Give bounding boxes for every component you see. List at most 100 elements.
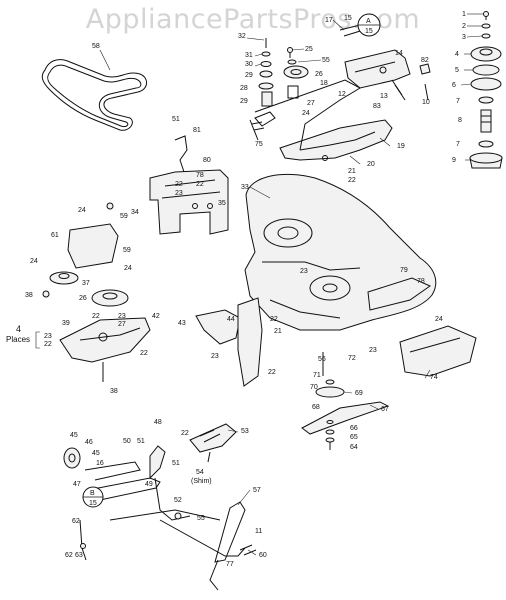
- part-label-26: 26: [315, 71, 323, 78]
- part-label-43: 43: [178, 320, 186, 327]
- part-label-34: 34: [131, 209, 139, 216]
- discharge-chute: [399, 325, 477, 377]
- part-label-23: 23: [118, 313, 126, 320]
- part-label-70: 70: [310, 384, 318, 391]
- part-number-labels: 58 32 31 30 29 28 29 25 55 26 27 24 75 1…: [25, 11, 466, 568]
- part-label-24: 24: [78, 207, 86, 214]
- part-label-32: 32: [238, 33, 246, 40]
- part-label-8: 8: [458, 117, 462, 124]
- part-label-81: 81: [193, 127, 201, 134]
- part-label-38: 38: [25, 292, 33, 299]
- left-pulley-assembly: [42, 202, 151, 382]
- part-label-20: 20: [367, 161, 375, 168]
- lift-linkage-assembly: [63, 423, 257, 591]
- part-label-46: 46: [85, 439, 93, 446]
- part-label-23: 23: [369, 347, 377, 354]
- part-label-38: 38: [110, 388, 118, 395]
- part-label-78: 78: [417, 278, 425, 285]
- part-label-4: 4: [455, 51, 459, 58]
- part-label-2: 2: [462, 23, 466, 30]
- part-label-23: 23: [44, 333, 52, 340]
- part-label-24: 24: [124, 265, 132, 272]
- part-label-22: 22: [196, 181, 204, 188]
- part-label-44: 44: [227, 316, 235, 323]
- part-label-14: 14: [395, 50, 403, 57]
- part-label-82: 82: [421, 57, 429, 64]
- part-label-59: 59: [123, 247, 131, 254]
- right-spindle-stack: [469, 11, 503, 169]
- idler-bracket-assembly: [254, 21, 431, 161]
- blade-assembly: [301, 352, 390, 450]
- part-label-10: 10: [422, 99, 430, 106]
- part-label-69: 69: [355, 390, 363, 397]
- part-label-72: 72: [348, 355, 356, 362]
- leader-lines: [99, 13, 483, 556]
- part-label-22: 22: [181, 430, 189, 437]
- part-label-21: 21: [274, 328, 282, 335]
- part-label-21: 21: [348, 168, 356, 175]
- part-label-33: 33: [241, 184, 249, 191]
- part-label-75: 75: [255, 141, 263, 148]
- part-label-56: 56: [318, 356, 326, 363]
- part-label-55: 55: [197, 515, 205, 522]
- part-label-65: 65: [350, 434, 358, 441]
- part-label-16: 16: [96, 460, 104, 467]
- part-label-50: 50: [123, 438, 131, 445]
- shim-note: (Shim): [191, 478, 212, 485]
- part-label-61: 61: [51, 232, 59, 239]
- part-label-68: 68: [312, 404, 320, 411]
- part-label-48: 48: [154, 419, 162, 426]
- part-label-22: 22: [270, 316, 278, 323]
- part-label-51: 51: [172, 116, 180, 123]
- part-label-15: 15: [344, 15, 352, 22]
- part-label-12: 12: [338, 91, 346, 98]
- part-label-22: 22: [268, 369, 276, 376]
- part-label-67: 67: [381, 406, 389, 413]
- part-label-45: 45: [70, 432, 78, 439]
- places-count: 4: [16, 324, 21, 334]
- part-label-66: 66: [350, 425, 358, 432]
- part-label-30: 30: [245, 61, 253, 68]
- part-label-35: 35: [218, 200, 226, 207]
- part-label-5: 5: [455, 67, 459, 74]
- part-label-9: 9: [452, 157, 456, 164]
- part-label-64: 64: [350, 444, 358, 451]
- side-shield: [195, 297, 263, 387]
- part-label-23: 23: [300, 268, 308, 275]
- callout-b-number: 15: [89, 500, 97, 507]
- part-label-24: 24: [435, 316, 443, 323]
- part-label-80: 80: [203, 157, 211, 164]
- part-label-31: 31: [245, 52, 253, 59]
- part-label-51: 51: [172, 460, 180, 467]
- callout-a-letter: A: [366, 18, 371, 25]
- part-label-57: 57: [253, 487, 261, 494]
- part-label-11: 11: [255, 528, 262, 535]
- callout-b: B 15: [82, 486, 104, 508]
- upper-spindle-assembly: [249, 38, 309, 141]
- part-label-51: 51: [137, 438, 145, 445]
- part-label-47: 47: [73, 481, 81, 488]
- part-label-77: 77: [226, 561, 234, 568]
- four-places-note: 4 Places: [6, 324, 40, 349]
- part-label-53: 53: [241, 428, 249, 435]
- part-label-39: 39: [62, 320, 70, 327]
- part-label-79: 79: [400, 267, 408, 274]
- part-label-45: 45: [92, 450, 100, 457]
- part-label-52: 52: [174, 497, 182, 504]
- part-label-60: 60: [259, 552, 267, 559]
- part-label-55: 55: [322, 57, 330, 64]
- callout-b-letter: B: [90, 490, 95, 497]
- part-label-25: 25: [305, 46, 313, 53]
- part-label-62: 62: [65, 552, 73, 559]
- part-label-29: 29: [240, 98, 248, 105]
- part-label-37: 37: [82, 280, 90, 287]
- part-label-74: 74: [430, 374, 438, 381]
- part-label-27: 27: [118, 321, 126, 328]
- center-mount-bracket: [149, 135, 229, 235]
- part-label-71: 71: [313, 372, 321, 379]
- part-label-1: 1: [462, 11, 466, 18]
- part-label-59: 59: [120, 213, 128, 220]
- part-label-24: 24: [302, 110, 310, 117]
- part-label-7: 7: [456, 98, 460, 105]
